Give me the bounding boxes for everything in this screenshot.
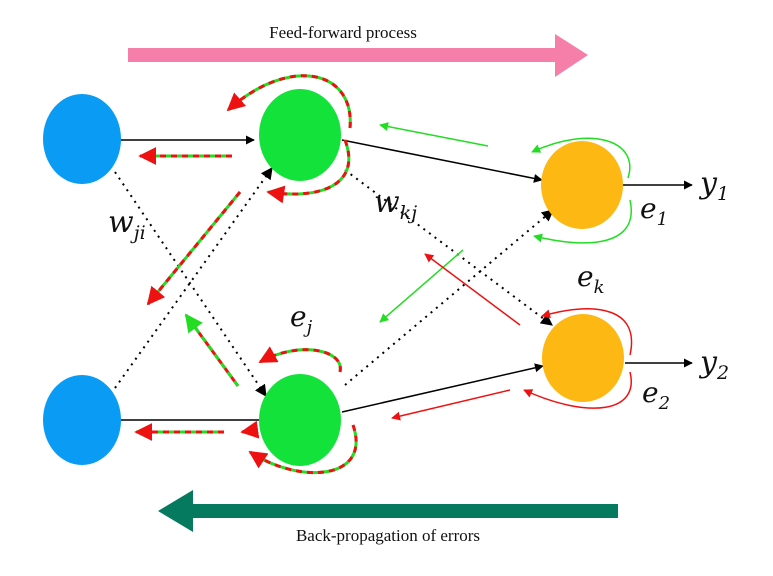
output-label-y2: y2 <box>698 345 729 384</box>
green-signal-output1-hidden1 <box>379 122 489 147</box>
feed-forward-caption: Feed-forward process <box>269 23 417 42</box>
error-signal-output-hidden2-dashed <box>240 420 260 439</box>
green-signal-output1-hidden2 <box>379 249 464 323</box>
output2-lower-red-loop <box>523 371 633 409</box>
hidden1-upper-error-loop <box>226 74 352 129</box>
input-node-2 <box>43 375 121 465</box>
output1-lower-green-loop <box>533 199 633 244</box>
error-signal-hidden1-input2 <box>146 191 242 306</box>
output-node-2 <box>542 314 624 402</box>
error-signal-hidden2-input1 <box>184 313 240 387</box>
input-node-1 <box>43 94 121 184</box>
back-propagation-arrow <box>158 490 618 532</box>
error-label-e1: e1 <box>640 192 668 230</box>
hidden2-upper-error-loop <box>258 346 342 373</box>
output-node-1 <box>541 141 623 229</box>
feed-forward-arrow <box>128 34 588 77</box>
red-signal-output2-hidden2 <box>391 389 511 421</box>
red-signal-output2-hidden1 <box>424 253 521 326</box>
hidden-node-1 <box>259 89 341 181</box>
error-label-ej: ej <box>290 300 313 338</box>
connection-input2-hidden1 <box>114 167 273 389</box>
connection-input1-hidden2 <box>114 171 267 397</box>
hidden1-lower-error-loop <box>266 139 351 204</box>
output2-upper-red-loop <box>541 308 633 356</box>
output-label-y1: y1 <box>698 166 729 205</box>
back-propagation-caption: Back-propagation of errors <box>296 526 480 545</box>
output1-upper-green-loop <box>531 137 631 179</box>
error-label-e2: e2 <box>642 376 670 414</box>
weight-label-wkj: wkj <box>374 185 417 224</box>
weight-label-wji: wji <box>108 205 146 244</box>
connection-hidden1-output1 <box>341 139 543 183</box>
connection-hidden2-output1 <box>344 209 554 386</box>
connection-hidden1-output2 <box>344 169 553 326</box>
hidden2-lower-error-loop <box>248 424 358 475</box>
error-label-ek: ek <box>577 260 605 298</box>
connection-hidden2-output2 <box>341 363 544 413</box>
hidden-node-2 <box>259 374 341 466</box>
